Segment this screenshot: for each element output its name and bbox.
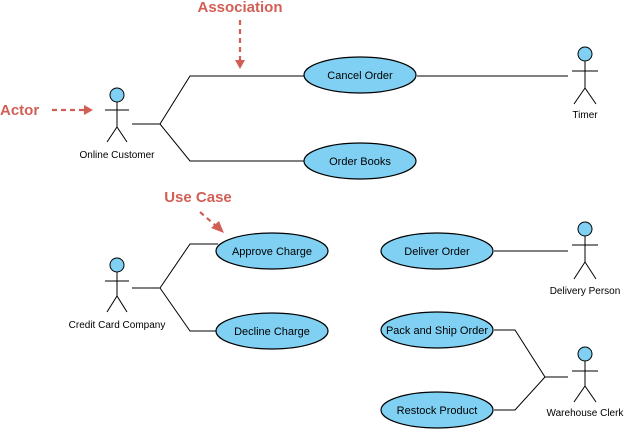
stick-figure-icon <box>572 46 598 105</box>
use-case-label: Restock Product <box>397 405 478 417</box>
annotation-use-case: Use Case <box>164 189 232 233</box>
use-case-label: Decline Charge <box>234 326 310 338</box>
stick-figure-icon <box>572 346 598 403</box>
association-warehouse-clerk-restock-product <box>494 376 546 411</box>
actor-label: Credit Card Company <box>69 320 166 331</box>
use-case-label: Approve Charge <box>232 246 312 258</box>
association-online-customer-cancel-order <box>132 75 305 125</box>
arrow-head-icon <box>211 221 224 233</box>
use-case-order-books[interactable]: Order Books <box>303 142 417 180</box>
association-credit-card-company-approve-charge <box>132 243 218 289</box>
use-case-decline-charge[interactable]: Decline Charge <box>215 312 329 350</box>
stick-figure-icon <box>105 257 129 313</box>
actor-label: Delivery Person <box>550 286 621 297</box>
stick-figure-icon <box>572 221 598 280</box>
use-case-label: Pack and Ship Order <box>386 325 488 337</box>
use-case-label: Cancel Order <box>327 70 393 82</box>
use-case-label: Deliver Order <box>404 246 470 258</box>
actor-timer[interactable]: Timer <box>572 46 598 121</box>
arrow-head-icon <box>84 105 93 115</box>
actor-label: Timer <box>572 110 598 121</box>
annotation-label: Association <box>197 0 282 16</box>
use-case-restock-product[interactable]: Restock Product <box>380 391 494 429</box>
actor-online-customer[interactable]: Online Customer <box>79 87 155 161</box>
association-warehouse-clerk-pack-and-ship-order <box>494 329 568 378</box>
use-case-label: Order Books <box>329 156 391 168</box>
annotation-actor: Actor <box>0 102 93 119</box>
annotation-label: Actor <box>0 102 39 119</box>
actor-label: Online Customer <box>79 150 155 161</box>
annotation-label: Use Case <box>164 189 232 206</box>
use-case-pack-and-ship-order[interactable]: Pack and Ship Order <box>380 311 494 349</box>
actor-delivery-person[interactable]: Delivery Person <box>550 221 621 297</box>
use-case-deliver-order[interactable]: Deliver Order <box>380 232 494 270</box>
use-case-cancel-order[interactable]: Cancel Order <box>303 56 417 94</box>
annotation-association: Association <box>197 0 283 69</box>
use-case-approve-charge[interactable]: Approve Charge <box>215 232 329 270</box>
association-credit-card-company-decline-charge <box>159 287 218 332</box>
association-online-customer-order-books <box>159 123 305 162</box>
actor-label: Warehouse Clerk <box>547 408 625 419</box>
annotation-arrow <box>199 211 216 226</box>
actor-credit-card-company[interactable]: Credit Card Company <box>69 257 166 331</box>
stick-figure-icon <box>105 87 129 143</box>
actor-warehouse-clerk[interactable]: Warehouse Clerk <box>547 346 625 419</box>
arrow-head-icon <box>235 60 245 69</box>
associations <box>132 75 568 411</box>
